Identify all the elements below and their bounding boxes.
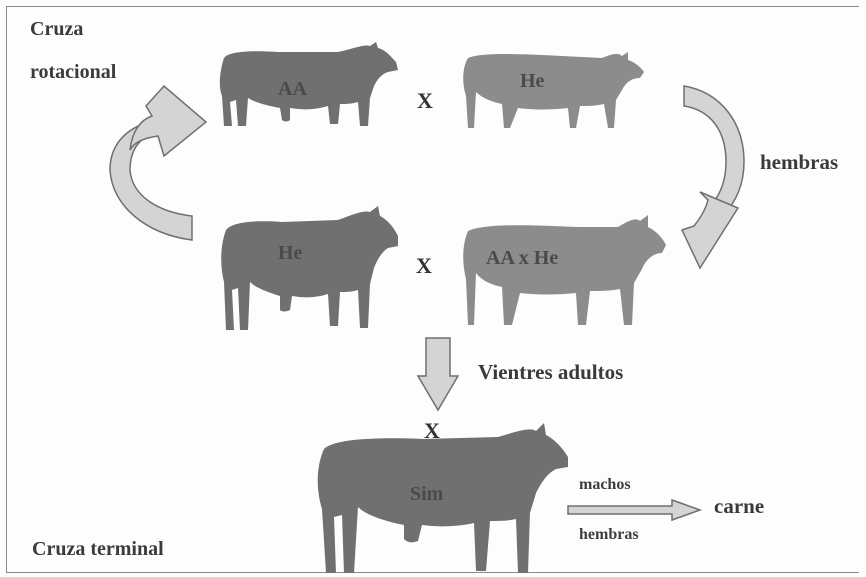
- cow-silhouette: [463, 215, 666, 325]
- label-vientres-adultos: Vientres adultos: [478, 360, 624, 384]
- cow-he: He: [462, 48, 647, 132]
- bull-silhouette: [317, 423, 568, 573]
- cross-symbol-bottom: X: [424, 418, 440, 443]
- right-arrow-to-carne: [567, 498, 703, 522]
- rotational-cross-title-line2: rotacional: [30, 61, 117, 83]
- terminal-cross-title: Cruza terminal: [32, 538, 164, 560]
- cross-symbol-middle: X: [416, 253, 432, 278]
- cow-label-aa: AA: [278, 78, 307, 100]
- rotation-arrow-left: [109, 84, 208, 241]
- cow-aa-x-he: AA x He: [462, 215, 667, 329]
- label-carne: carne: [714, 494, 765, 518]
- cow-silhouette: [463, 52, 644, 128]
- label-hembras-bottom: hembras: [579, 526, 639, 543]
- bull-silhouette: [221, 206, 398, 330]
- bull-aa: AA: [218, 40, 400, 132]
- diagram-frame: [6, 6, 859, 573]
- rotation-arrow-right: [680, 85, 745, 270]
- cow-label-he-middle: He: [278, 242, 303, 264]
- rotational-cross-title-line1: Cruza: [30, 18, 84, 40]
- bull-he: He: [220, 206, 402, 334]
- label-machos: machos: [579, 476, 631, 493]
- cross-symbol-top: X: [417, 88, 433, 113]
- label-hembras-side: hembras: [760, 150, 839, 174]
- bull-silhouette: [219, 42, 398, 126]
- cow-label-sim: Sim: [410, 483, 444, 505]
- cow-label-aa-x-he: AA x He: [486, 247, 559, 269]
- bull-sim: Sim: [314, 423, 574, 577]
- cow-label-he-top: He: [520, 70, 545, 92]
- down-arrow: [416, 337, 460, 412]
